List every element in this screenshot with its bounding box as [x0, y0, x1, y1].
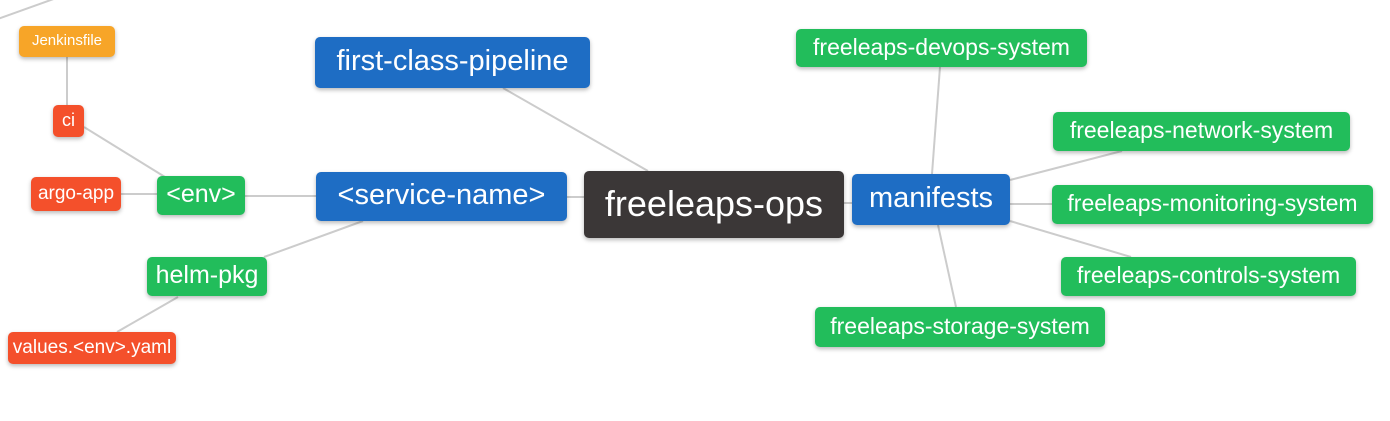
node-freeleaps-storage-system[interactable]: freeleaps-storage-system: [815, 307, 1105, 347]
edge-manifests-to-freeleaps-network-system: [1009, 150, 1123, 181]
node-helm-pkg[interactable]: helm-pkg: [147, 257, 267, 296]
node-freeleaps-ops[interactable]: freeleaps-ops: [584, 171, 844, 238]
edge-values-env-yaml-to-helm-pkg: [116, 296, 179, 333]
node-values-env-yaml[interactable]: values.<env>.yaml: [8, 332, 176, 364]
edge-manifests-to-freeleaps-controls-system: [1009, 220, 1132, 258]
edge-manifests-to-freeleaps-devops-system: [931, 66, 941, 175]
node-env[interactable]: <env>: [157, 176, 245, 215]
node-jenkinsfile[interactable]: Jenkinsfile: [19, 26, 115, 57]
node-freeleaps-controls-system[interactable]: freeleaps-controls-system: [1061, 257, 1356, 296]
node-first-class-pipeline[interactable]: first-class-pipeline: [315, 37, 590, 88]
node-ci[interactable]: ci: [53, 105, 84, 137]
edge-manifests-to-freeleaps-storage-system: [937, 224, 957, 308]
edge-helm-pkg-to-service-name: [263, 220, 364, 258]
edge-offscreen-top-left-to-offscreen: [0, 0, 54, 20]
edge-first-class-pipeline-to-freeleaps-ops: [502, 87, 649, 172]
node-freeleaps-devops-system[interactable]: freeleaps-devops-system: [796, 29, 1087, 67]
node-argo-app[interactable]: argo-app: [31, 177, 121, 211]
node-service-name[interactable]: <service-name>: [316, 172, 567, 221]
node-freeleaps-monitoring-system[interactable]: freeleaps-monitoring-system: [1052, 185, 1373, 224]
edge-ci-to-env: [83, 126, 166, 178]
node-manifests[interactable]: manifests: [852, 174, 1010, 225]
node-freeleaps-network-system[interactable]: freeleaps-network-system: [1053, 112, 1350, 151]
